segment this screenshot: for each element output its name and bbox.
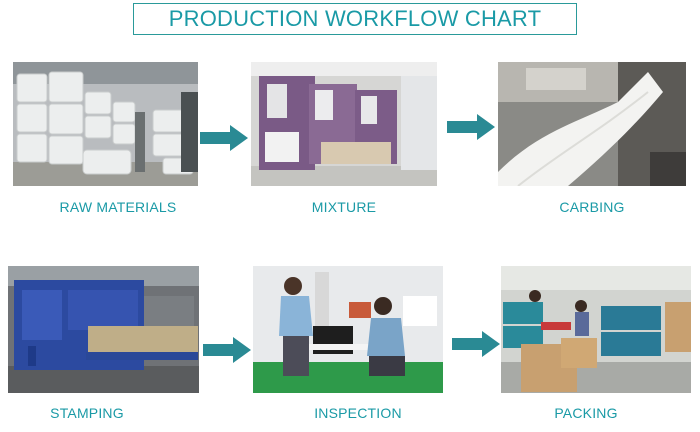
arrow-right-icon: [203, 337, 251, 363]
arrow-right-icon: [447, 114, 495, 140]
step-label-stamping: STAMPING: [50, 405, 124, 421]
step-label-mixture: MIXTURE: [311, 199, 377, 215]
arrow-right-icon: [200, 125, 248, 151]
step-label-carbing: CARBING: [559, 199, 625, 215]
packing-photo: [501, 266, 691, 393]
inspection-photo: [253, 266, 443, 393]
title-box: PRODUCTION WORKFLOW CHART: [133, 3, 577, 35]
step-label-raw-materials: RAW MATERIALS: [59, 199, 177, 215]
arrow-right-icon: [452, 331, 500, 357]
page-title: PRODUCTION WORKFLOW CHART: [168, 6, 542, 31]
raw-materials-photo: [13, 62, 198, 186]
carbing-photo: [498, 62, 686, 186]
step-label-inspection: INSPECTION: [314, 405, 402, 421]
step-label-packing: PACKING: [554, 405, 618, 421]
stamping-photo: [8, 266, 199, 393]
mixture-photo: [251, 62, 437, 186]
